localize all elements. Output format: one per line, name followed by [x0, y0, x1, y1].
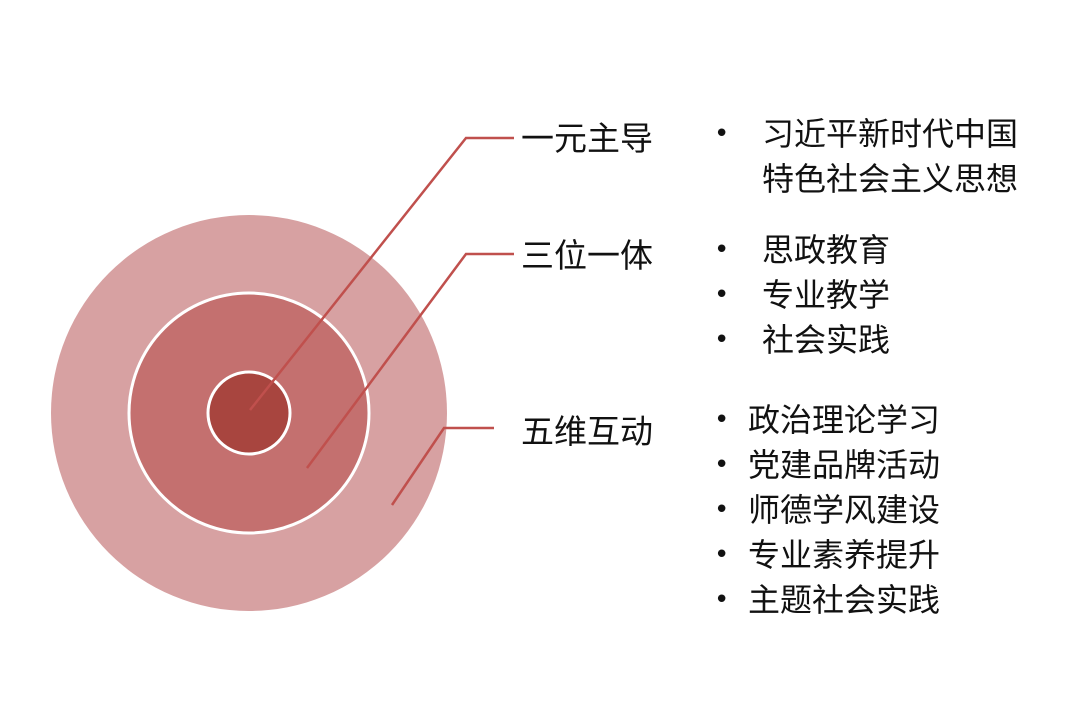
- list-item-continued: 特色社会主义思想: [762, 160, 1019, 198]
- list-item: 专业教学: [708, 273, 890, 318]
- leader-line-tier-1: [249, 136, 514, 411]
- list-item: 政治理论学习: [708, 398, 940, 443]
- leader-line-tier-2: [305, 252, 514, 469]
- list-item: 社会实践: [708, 318, 890, 363]
- tier-3-label: 五维互动: [521, 412, 653, 451]
- list-item: 主题社会实践: [708, 578, 940, 623]
- tier-1-items: 习近平新时代中国 特色社会主义思想: [708, 112, 1018, 202]
- list-item: 专业素养提升: [708, 533, 940, 578]
- inner-core: [206, 370, 292, 456]
- tier-3-items: 政治理论学习 党建品牌活动 师德学风建设 专业素养提升 主题社会实践: [708, 398, 940, 623]
- tier-1-label: 一元主导: [521, 119, 653, 158]
- list-item: 习近平新时代中国: [708, 112, 1018, 157]
- list-item: 党建品牌活动: [708, 443, 940, 488]
- tier-2-items: 思政教育 专业教学 社会实践: [708, 228, 890, 363]
- leader-line-tier-3: [390, 426, 494, 506]
- list-item: 思政教育: [708, 228, 890, 273]
- list-item: 师德学风建设: [708, 488, 940, 533]
- tier-2-label: 三位一体: [521, 236, 653, 275]
